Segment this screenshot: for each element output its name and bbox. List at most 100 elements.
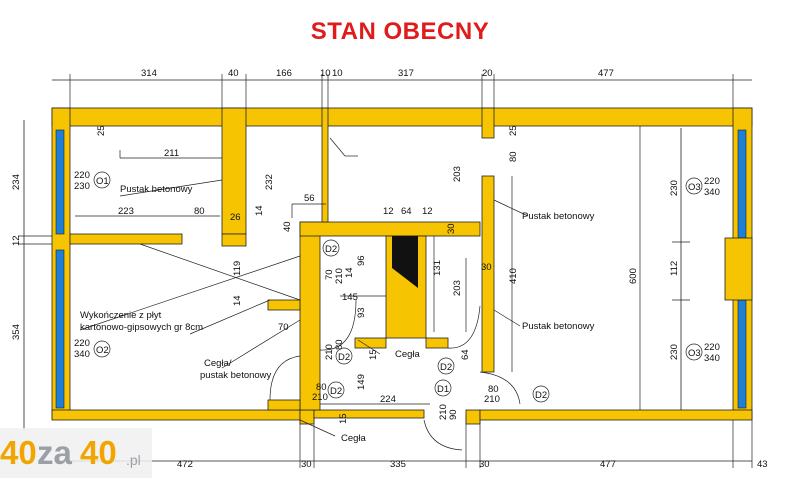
- dim-40: 40: [282, 221, 293, 232]
- dim-14b: 14: [232, 295, 243, 306]
- dim-145: 145: [342, 292, 358, 303]
- dim-30b: 30: [481, 262, 492, 273]
- label-pustak-1: Pustak betonowy: [120, 184, 193, 195]
- door-d2b-marker: [335, 347, 353, 365]
- door-d2e-marker: [532, 385, 550, 403]
- logo-part-2: za: [37, 434, 72, 471]
- door-d2d-marker: [327, 381, 345, 399]
- window-o3a-width: 220: [704, 176, 720, 187]
- window-o3b-marker: [685, 343, 703, 361]
- dim-149: 149: [356, 374, 367, 390]
- dim-top-10: 10: [320, 68, 331, 79]
- dim-top-477: 477: [598, 68, 614, 79]
- dim-12a: 12: [383, 206, 394, 217]
- door-d2c-tag: D2: [440, 362, 452, 373]
- window-o1-width: 220: [74, 170, 90, 181]
- dim-bottom-30b: 30: [479, 459, 490, 470]
- dim-96: 96: [356, 255, 367, 266]
- dim-left-354: 354: [11, 324, 22, 340]
- dim-131: 131: [432, 260, 443, 276]
- dim-bottom-43: 43: [757, 459, 768, 470]
- dim-203b: 203: [452, 280, 463, 296]
- material-labels: Pustak betonowy Pustak betonowy Pustak b…: [80, 184, 595, 444]
- dim-15b: 15: [338, 413, 349, 424]
- window-o1-tag: O1: [96, 176, 109, 187]
- dim-90: 90: [448, 409, 459, 420]
- dim-224: 224: [380, 394, 396, 405]
- dim-64a: 64: [401, 206, 412, 217]
- dim-232: 232: [264, 174, 275, 190]
- leader-lines: [75, 126, 641, 437]
- dim-top-314: 314: [141, 68, 157, 79]
- dim-30a: 30: [446, 223, 457, 234]
- logo-part-3: 40: [80, 434, 117, 471]
- window-o2-tag: O2: [96, 345, 109, 356]
- dim-25a: 25: [96, 125, 107, 136]
- dim-right-230a: 230: [669, 180, 680, 196]
- window-o3b-tag: O3: [688, 348, 701, 359]
- door-d2a-marker: [322, 239, 340, 257]
- window-o3b-height: 340: [704, 353, 720, 364]
- window-o3a-tag: O3: [688, 182, 701, 193]
- dimension-line-bottom: [60, 415, 753, 468]
- dim-right-112: 112: [669, 261, 680, 276]
- dim-top-20: 20: [482, 68, 493, 79]
- door-d1-marker: [434, 379, 452, 397]
- logo-part-1: 40: [0, 434, 37, 471]
- dim-12b: 12: [422, 206, 433, 217]
- label-pustak-2: Pustak betonowy: [522, 211, 595, 222]
- dim-93: 93: [356, 307, 367, 318]
- logo-40za40: 40 za 40 .pl: [0, 428, 152, 478]
- label-cegla-pustak-2: pustak betonowy: [200, 370, 272, 381]
- dim-410: 410: [508, 268, 519, 284]
- window-tags: 220 230 O1 220 340 O2 O3 220 340 O3 220 …: [74, 170, 720, 364]
- logo-part-4: .pl: [126, 452, 141, 468]
- door-tags: D2 D2 210 80 D2 D2 80 210 D1 210 80 210 …: [312, 239, 550, 420]
- dim-26: 26: [230, 212, 241, 223]
- interior-walls: [69, 107, 495, 411]
- window-o2-height: 340: [74, 349, 90, 360]
- door-d2b-height: 210: [324, 344, 335, 360]
- dim-top-317: 317: [398, 68, 414, 79]
- label-pustak-3: Pustak betonowy: [522, 321, 595, 332]
- door-d1-height: 210: [438, 404, 449, 420]
- dim-right-230b: 230: [669, 344, 680, 360]
- door-d1-tag: D1: [437, 384, 449, 395]
- windows: [55, 129, 753, 409]
- dim-80b: 80: [508, 151, 519, 162]
- window-o2-width: 220: [74, 338, 90, 349]
- inner-dimensions: 211 25 223 80 26 14 232 56 40 119 14 70 …: [96, 68, 639, 424]
- dim-bottom-335: 335: [390, 459, 406, 470]
- window-o3a-marker: [685, 177, 703, 195]
- dim-14c: 14: [344, 267, 355, 278]
- label-wykonczenie-1: Wykończenie z płyt: [80, 310, 162, 321]
- dim-15: 15: [368, 349, 379, 360]
- door-swings: [269, 299, 521, 451]
- dimension-line-right: [672, 128, 690, 410]
- dim-600: 600: [628, 268, 639, 284]
- door-d2b-tag: D2: [338, 352, 350, 363]
- window-o3b-width: 220: [704, 342, 720, 353]
- dim-64b: 64: [460, 349, 471, 360]
- dim-211: 211: [164, 148, 179, 159]
- dim-bottom-477: 477: [600, 459, 616, 470]
- dim-80a: 80: [194, 206, 205, 217]
- dim-70b: 70: [324, 269, 335, 280]
- label-cegla-2: Cegła: [395, 349, 421, 360]
- window-o1-marker: [93, 171, 111, 189]
- dim-top-40: 40: [228, 68, 239, 79]
- dim-top-166: 166: [276, 68, 292, 79]
- dim-left-12: 12: [11, 235, 22, 246]
- dim-223: 223: [118, 206, 134, 217]
- door-d2d-tag: D2: [330, 386, 342, 397]
- label-cegla-pustak-1: Cegła/: [204, 358, 232, 369]
- window-o3a-height: 340: [704, 187, 720, 198]
- plan-title: STAN OBECNY: [310, 18, 490, 45]
- dim-25b: 25: [508, 125, 519, 136]
- door-d2e-height: 210: [484, 394, 500, 405]
- window-o2-marker: [93, 340, 111, 358]
- door-d2c-height: 210: [312, 392, 328, 403]
- door-d2a-tag: D2: [325, 244, 337, 255]
- dim-bottom-472: 472: [177, 459, 193, 470]
